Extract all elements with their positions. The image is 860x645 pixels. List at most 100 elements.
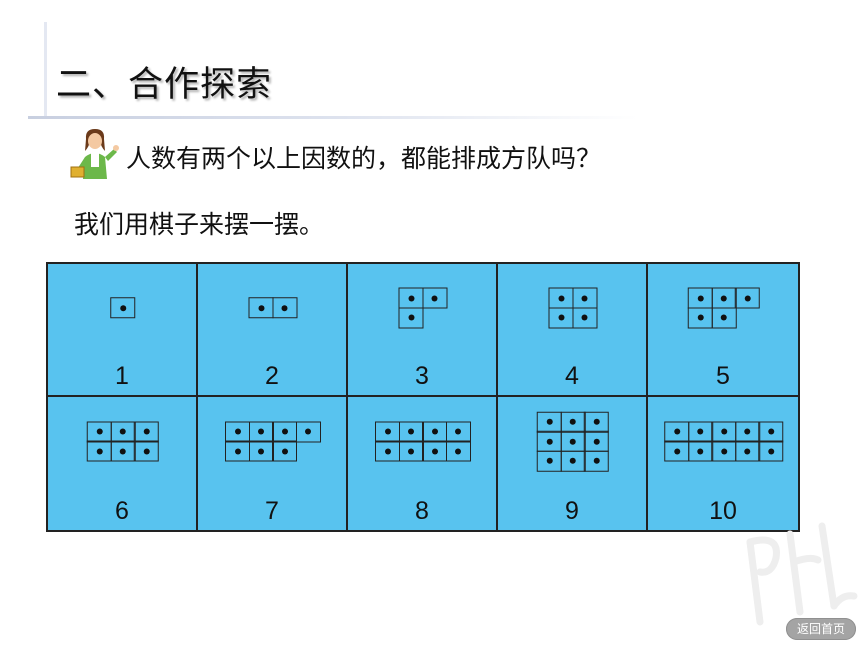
dot-row: [86, 421, 159, 443]
home-button[interactable]: 返回首页: [786, 618, 856, 640]
chess-square: [248, 297, 274, 319]
chess-piece-dot: [96, 428, 103, 435]
dot-pattern: [664, 421, 784, 462]
arrangement-cell: 3: [348, 264, 498, 397]
arrangement-cell: 7: [198, 397, 348, 530]
arrangement-number: 10: [709, 497, 737, 525]
chess-square: [664, 440, 690, 462]
chess-square: [248, 440, 274, 462]
dot-row: [225, 440, 319, 462]
chess-square: [536, 431, 562, 453]
chess-piece-dot: [143, 428, 150, 435]
dot-row: [110, 297, 136, 319]
chess-square: [711, 421, 737, 443]
chess-square: [398, 421, 424, 443]
chess-square: [133, 440, 159, 462]
chess-piece-dot: [697, 314, 704, 321]
chess-square: [758, 440, 784, 462]
chess-piece-dot: [569, 438, 576, 445]
chess-piece-dot: [569, 419, 576, 426]
arrangement-cell: 8: [348, 397, 498, 530]
chess-piece-dot: [258, 448, 264, 455]
chess-square: [86, 440, 112, 462]
chess-piece-dot: [143, 448, 150, 455]
chess-piece-dot: [408, 448, 414, 455]
chess-piece-dot: [720, 295, 727, 302]
chess-square: [445, 421, 471, 443]
chess-square: [422, 421, 447, 443]
chess-piece-dot: [234, 428, 241, 435]
chess-square: [225, 440, 250, 462]
watermark-logo: [746, 522, 858, 626]
decorative-vertical-line: [44, 22, 47, 117]
dot-pattern: [548, 287, 597, 329]
dot-row: [225, 421, 321, 443]
chess-piece-dot: [408, 295, 414, 302]
arrangement-cell: 1: [48, 264, 198, 397]
chess-piece-dot: [697, 295, 704, 302]
chess-piece-dot: [697, 428, 704, 435]
chess-piece-dot: [720, 428, 727, 435]
chess-square: [711, 287, 737, 309]
chess-square: [711, 307, 737, 329]
dot-row: [548, 287, 597, 309]
arrangement-cell: 2: [198, 264, 348, 397]
chess-piece-dot: [673, 448, 680, 455]
chess-square: [110, 297, 136, 319]
chess-square: [248, 421, 274, 443]
arrangement-number: 6: [115, 497, 129, 525]
chess-square: [583, 450, 609, 472]
chess-piece-dot: [767, 428, 774, 435]
chess-piece-dot: [431, 448, 438, 455]
chess-square: [560, 411, 586, 433]
chess-square: [572, 287, 597, 309]
dot-row: [86, 440, 159, 462]
chess-piece-dot: [720, 448, 727, 455]
arrangement-number: 7: [265, 497, 279, 525]
chess-piece-dot: [281, 304, 288, 311]
arrangement-cell: 5: [648, 264, 798, 397]
chess-square: [225, 421, 250, 443]
chess-piece-dot: [281, 448, 288, 455]
arrangement-cell: 6: [48, 397, 198, 530]
dot-pattern: [398, 287, 447, 329]
chess-square: [758, 421, 784, 443]
chess-piece-dot: [546, 458, 553, 465]
arrangement-number: 9: [565, 497, 579, 525]
chess-square: [687, 287, 713, 309]
chess-piece-dot: [119, 448, 126, 455]
chess-square: [583, 431, 609, 453]
dot-pattern: [248, 297, 297, 319]
chess-piece-dot: [581, 295, 588, 302]
chess-square: [422, 440, 447, 462]
chess-square: [734, 287, 760, 309]
arrangement-cell: 4: [498, 264, 648, 397]
instruction-text: 我们用棋子来摆一摆。: [74, 210, 325, 239]
chess-square: [398, 287, 424, 309]
chess-piece-dot: [408, 314, 414, 321]
chess-piece-dot: [767, 448, 774, 455]
chess-piece-dot: [384, 448, 391, 455]
chess-square: [687, 421, 713, 443]
question-text: 人数有两个以上因数的，都能排成方队吗？: [126, 144, 602, 173]
arrangement-number: 5: [716, 362, 730, 390]
chess-piece-dot: [408, 428, 414, 435]
chess-piece-dot: [119, 304, 126, 311]
chess-piece-dot: [569, 458, 576, 465]
chess-square: [560, 431, 586, 453]
chess-piece-dot: [720, 314, 727, 321]
chess-square: [687, 307, 713, 329]
arrangement-number: 4: [565, 362, 579, 390]
dot-pattern: [225, 421, 321, 462]
dot-row: [398, 307, 446, 329]
chess-square: [734, 421, 760, 443]
dot-row: [687, 287, 760, 309]
chess-piece-dot: [558, 314, 564, 321]
chess-square: [548, 307, 574, 329]
chess-piece-dot: [384, 428, 391, 435]
chess-square: [375, 440, 400, 462]
teacher-icon: [70, 129, 119, 179]
chess-square: [398, 307, 424, 329]
chess-square: [548, 287, 574, 309]
